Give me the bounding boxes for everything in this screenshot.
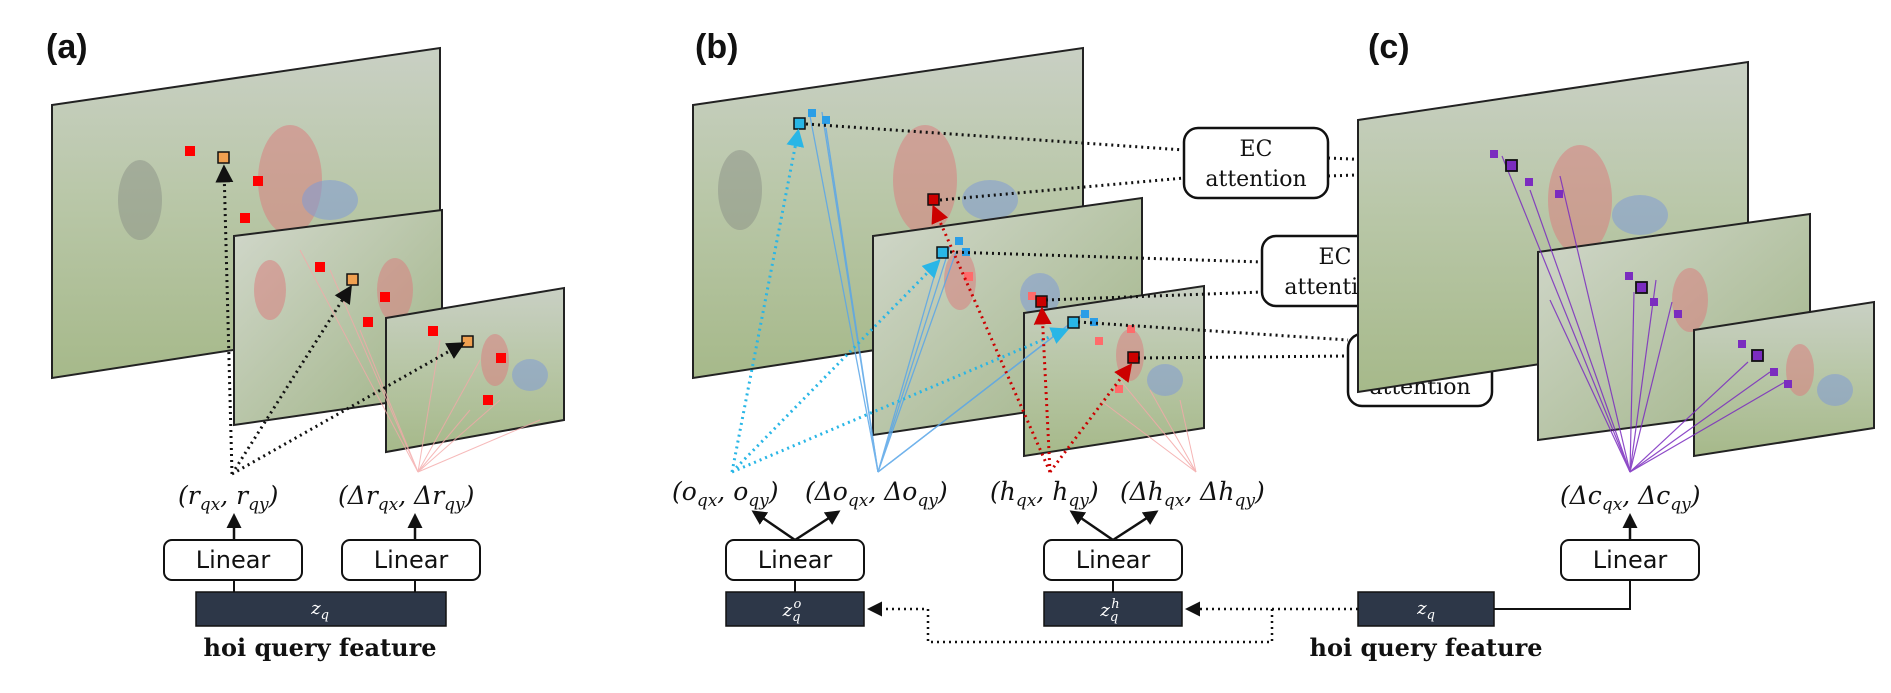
panel-c-reference-points [1505, 159, 1764, 362]
panel-b-split-arrows [751, 510, 1159, 542]
panel-b-object-feature-label: zqo [782, 597, 802, 625]
panel-a-offset-lines [299, 249, 541, 473]
panel-b-human-feature-box [1043, 591, 1183, 627]
panel-b-object-reference-arrows [730, 128, 1070, 474]
panel-a-linear-left-label: Linear [196, 546, 271, 574]
panel-c-feature-connector [1494, 580, 1631, 610]
panel-a-caption: hoi query feature [204, 633, 437, 662]
panel-c-label: (c) [1368, 28, 1410, 66]
panel-b-linear-object-label: Linear [758, 546, 833, 574]
panel-b-obj-offset-label: (Δoqx, Δoqy) [805, 477, 948, 511]
panel-c-linear-label: Linear [1593, 546, 1668, 574]
panel-b-object-sample-points [808, 109, 1098, 326]
panel-c-offset-lines [1501, 155, 1786, 473]
panel-b-human-feature-label: zqh [1099, 597, 1119, 625]
feature-routing-arrows [867, 601, 1358, 644]
panel-c-caption: hoi query feature [1310, 633, 1543, 662]
svg-text:EC: EC [1319, 245, 1352, 270]
ec-attention-box-1: EC attention [1182, 126, 1330, 200]
panel-a-label: (a) [46, 28, 88, 66]
panel-a-offset-label: (Δrqx, Δrqy) [338, 481, 474, 515]
svg-text:attention: attention [1205, 167, 1306, 192]
panel-a-linear-right-label: Linear [374, 546, 449, 574]
panel-b-human-reference-arrows [931, 204, 1133, 473]
panel-b-human-sample-points [964, 272, 1135, 393]
panel-a-ref-label: (rqx, rqy) [178, 481, 278, 515]
panel-c-feature-box [1357, 591, 1495, 627]
panel-a-linear-right-box [341, 539, 481, 581]
panel-a-sample-points [185, 146, 506, 405]
panel-b-object-feature-box [725, 591, 865, 627]
panel-a-reference-arrows [215, 164, 466, 476]
panel-b-human-offset-lines [1099, 379, 1197, 473]
panel-b-linear-human-label: Linear [1076, 546, 1151, 574]
panel-a-reference-points [217, 151, 474, 348]
panel-c-offset-label: (Δcqx, Δcqy) [1560, 481, 1701, 515]
panel-b-hum-ref-label: (hqx, hqy) [990, 477, 1099, 511]
panel-b-hum-offset-label: (Δhqx, Δhqy) [1120, 477, 1265, 511]
svg-text:EC: EC [1240, 137, 1273, 162]
panel-a-feature-box [195, 591, 447, 627]
panel-c-sample-points [1490, 150, 1792, 388]
panel-a-image-stack [51, 46, 565, 454]
panel-b-label: (b) [695, 28, 738, 66]
panel-b-obj-ref-label: (oqx, oqy) [672, 477, 779, 511]
